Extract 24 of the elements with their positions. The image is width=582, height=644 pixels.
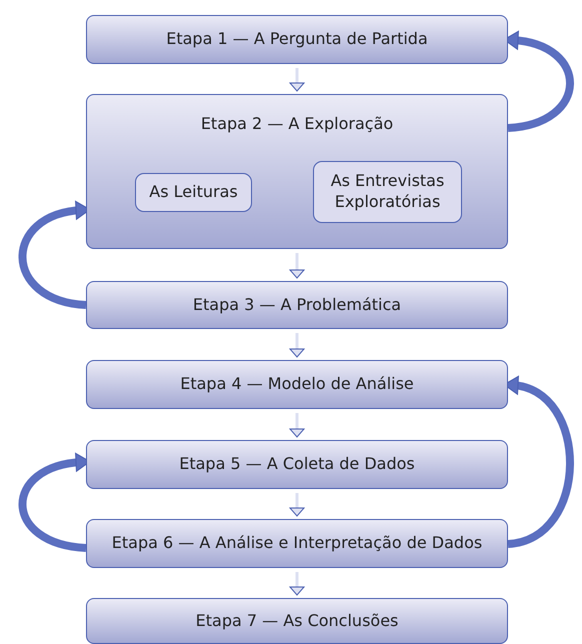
sub-step-box [135, 173, 252, 212]
step-label: As Entrevistas Exploratórias [330, 171, 446, 213]
down-arrow [290, 493, 304, 516]
step-box [86, 94, 508, 249]
step-box [86, 598, 508, 644]
down-arrow [290, 413, 304, 438]
step-label: Etapa 4 — Modelo de Análise [180, 374, 414, 395]
step-label: Etapa 7 — As Conclusões [196, 610, 398, 632]
step-label: Etapa 2 — A Exploração [200, 114, 394, 135]
step-box [86, 440, 508, 489]
step-box [86, 519, 508, 568]
step-label: Etapa 5 — A Coleta de Dados [179, 454, 415, 475]
step-box [86, 15, 508, 64]
step-label: As Leituras [149, 182, 238, 203]
down-arrow [290, 68, 304, 92]
step-label: Etapa 3 — A Problemática [192, 294, 402, 316]
step-box [86, 281, 508, 329]
step-label: Etapa 6 — A Análise e Interpretação de Dados [112, 533, 482, 554]
sub-step-box [313, 161, 462, 223]
step-label: Etapa 1 — A Pergunta de Partida [166, 29, 428, 50]
down-arrow [290, 572, 304, 596]
step-box [86, 360, 508, 409]
down-arrow [290, 333, 304, 358]
down-arrow [290, 253, 304, 278]
